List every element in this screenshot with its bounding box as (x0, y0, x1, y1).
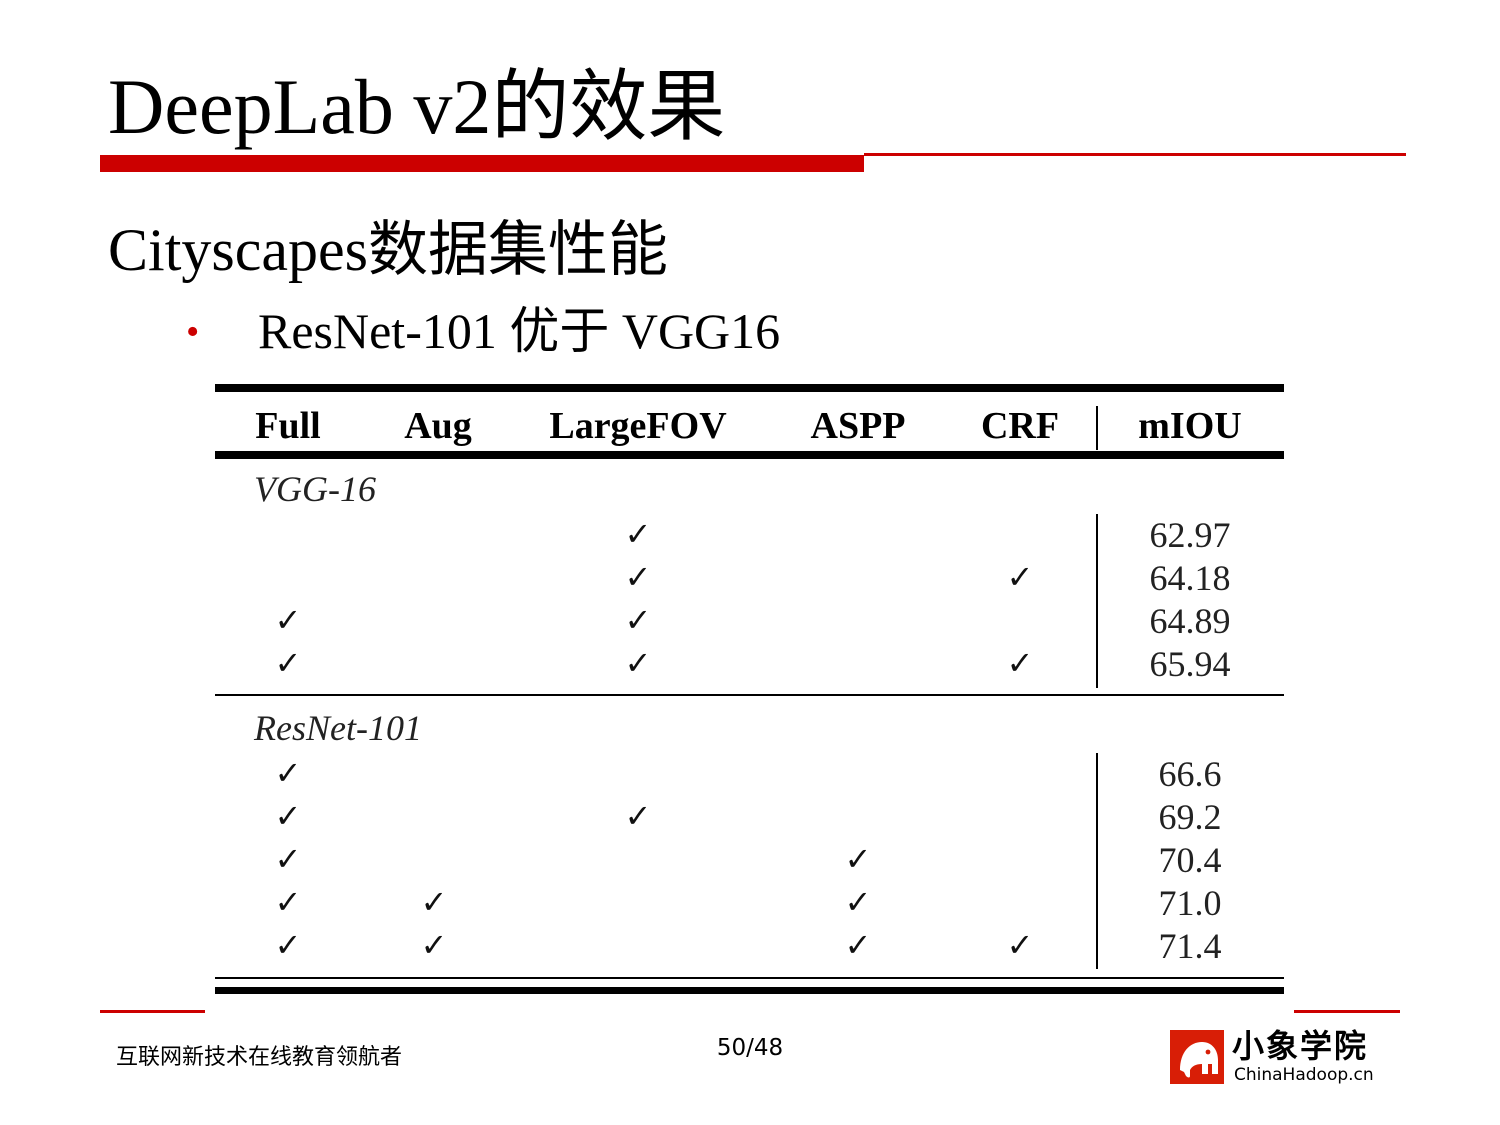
check-mark-full: ✓ (274, 644, 302, 682)
check-mark-largefov: ✓ (624, 601, 652, 639)
table-top-rule (215, 384, 1284, 392)
check-mark-crf: ✓ (1006, 644, 1034, 682)
check-mark-full: ✓ (274, 754, 302, 792)
group-label-resnet101: ResNet-101 (254, 708, 422, 748)
vgg16-divider (1096, 514, 1098, 688)
elephant-icon (1170, 1030, 1224, 1084)
check-mark-aug: ✓ (420, 926, 448, 964)
footer-slogan: 互联网新技术在线教育领航者 (116, 1044, 403, 1069)
header-miou: mIOU (1138, 405, 1242, 447)
slide-title: DeepLab v2的效果 (108, 63, 726, 150)
company-logo: 小象学院 ChinaHadoop.cn (1170, 1028, 1392, 1086)
header-crf: CRF (980, 405, 1060, 447)
logo-name: 小象学院 (1232, 1027, 1369, 1065)
header-largefov: LargeFOV (549, 405, 727, 447)
miou-value: 71.4 (1158, 926, 1222, 966)
check-mark-full: ✓ (274, 883, 302, 921)
title-underline-thin (864, 153, 1406, 156)
group-label-vgg16: VGG-16 (254, 469, 376, 509)
miou-value: 62.97 (1149, 515, 1231, 555)
header-aug: Aug (404, 405, 472, 447)
slide-subtitle: Cityscapes数据集性能 (108, 217, 668, 283)
group-separator-rule (215, 694, 1284, 696)
bullet-text: ResNet-101 优于 VGG16 (258, 303, 781, 359)
resnet101-divider (1096, 753, 1098, 969)
check-mark-aspp: ✓ (844, 926, 872, 964)
table-bottom-rule-thick (215, 987, 1284, 994)
check-mark-crf: ✓ (1006, 558, 1034, 596)
check-mark-aug: ✓ (420, 883, 448, 921)
header-aspp: ASPP (810, 405, 906, 447)
table-bottom-rule-thin (215, 977, 1284, 979)
check-mark-full: ✓ (274, 840, 302, 878)
miou-value: 64.89 (1149, 601, 1231, 641)
check-mark-largefov: ✓ (624, 797, 652, 835)
header-full: Full (255, 405, 321, 447)
miou-value: 70.4 (1158, 840, 1222, 880)
miou-value: 69.2 (1158, 797, 1222, 837)
check-mark-largefov: ✓ (624, 644, 652, 682)
miou-value: 65.94 (1149, 644, 1231, 684)
miou-value: 66.6 (1158, 754, 1222, 794)
footer-line-left (100, 1010, 205, 1013)
bullet-marker: • (186, 311, 200, 353)
footer-line-right (1294, 1010, 1400, 1013)
miou-value: 64.18 (1149, 558, 1231, 598)
miou-value: 71.0 (1158, 883, 1222, 923)
check-mark-full: ✓ (274, 601, 302, 639)
page-number: 50/48 (716, 1035, 784, 1061)
check-mark-full: ✓ (274, 797, 302, 835)
check-mark-aspp: ✓ (844, 840, 872, 878)
title-underline-thick (100, 155, 864, 172)
check-mark-largefov: ✓ (624, 558, 652, 596)
check-mark-full: ✓ (274, 926, 302, 964)
check-mark-crf: ✓ (1006, 926, 1034, 964)
check-mark-largefov: ✓ (624, 515, 652, 553)
header-divider (1096, 406, 1098, 450)
check-mark-aspp: ✓ (844, 883, 872, 921)
logo-site: ChinaHadoop.cn (1234, 1065, 1374, 1085)
header-bottom-rule (215, 451, 1284, 459)
